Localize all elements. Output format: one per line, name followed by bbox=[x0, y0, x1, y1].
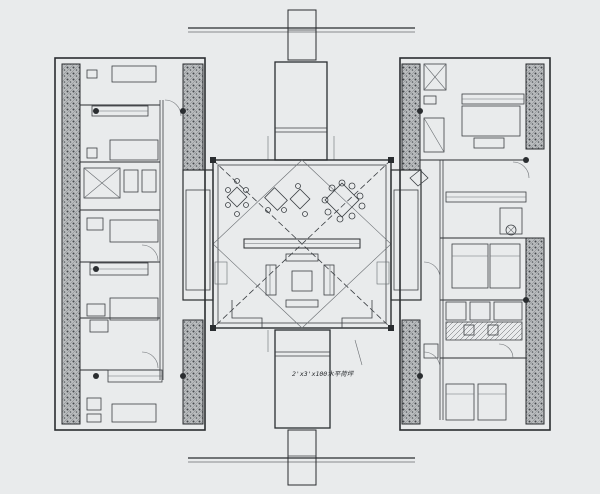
top-entry-bridge bbox=[188, 9, 415, 61]
lounge-seating bbox=[265, 253, 335, 308]
left-wing-columns bbox=[93, 108, 186, 379]
right-bathroom bbox=[445, 301, 523, 359]
right-bedroom-3 bbox=[423, 343, 507, 421]
plan-annotation: 2'x3'x100水平荷坪 bbox=[292, 370, 355, 378]
right-bedroom-2 bbox=[423, 243, 521, 289]
right-connector bbox=[376, 169, 429, 301]
right-wing-columns bbox=[417, 108, 529, 379]
left-bedroom-2 bbox=[86, 217, 159, 276]
right-kitchen bbox=[445, 161, 530, 236]
annotation-group: 2'x3'x100水平荷坪 bbox=[292, 339, 363, 378]
left-bedroom-1 bbox=[86, 65, 182, 117]
left-bedroom-3 bbox=[86, 297, 163, 383]
left-bedroom-4 bbox=[86, 397, 157, 423]
right-bedroom-1 bbox=[423, 63, 525, 153]
right-wing bbox=[399, 57, 551, 431]
dining-table-center bbox=[264, 183, 311, 217]
left-bathroom bbox=[83, 139, 159, 199]
dining-table-right bbox=[321, 179, 366, 223]
left-wing bbox=[54, 57, 206, 431]
bottom-entry-hall bbox=[267, 329, 331, 429]
bottom-entry-bridge bbox=[188, 429, 415, 486]
top-entry-hall bbox=[267, 61, 335, 161]
dining-table-left bbox=[225, 178, 249, 217]
